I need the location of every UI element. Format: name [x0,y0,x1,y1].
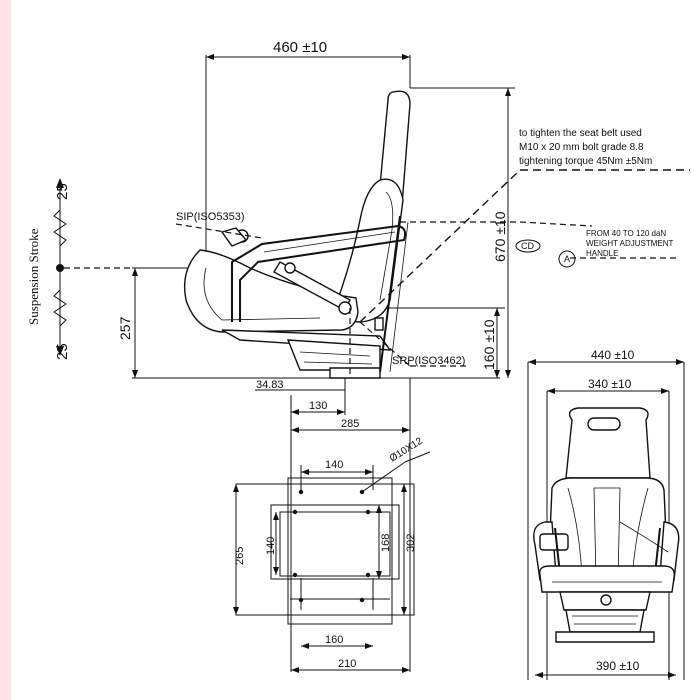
seat-side-view: SIP(ISO5353) SRP(ISO3462) [175,90,690,379]
suspension-stroke-indicator: Suspension Stroke 25 25 [26,178,132,360]
dim-285: 285 [341,418,359,430]
notes: to tighten the seat belt used M10 x 20 m… [515,128,680,268]
belt-note-line-2: M10 x 20 mm bolt grade 8.8 [519,142,644,153]
bolt-label: Ø10X12 [388,436,425,465]
weight-note-line-3: HANDLE [586,249,618,258]
weight-note-line-1: FROM 40 TO 120 daN [586,229,666,238]
dim-265: 265 [234,547,246,565]
dim-140-side: 140 [265,537,277,555]
dim-140-top: 140 [325,459,343,471]
belt-note-line-3: tightening torque 45Nm ±5Nm [519,156,652,167]
dim-302: 302 [405,534,417,552]
suspension-top-value: 25 [54,183,71,200]
dim-130: 130 [309,400,327,412]
dim-257: 257 [117,316,133,340]
belt-note-line-1: to tighten the seat belt used [519,128,642,139]
base-plate-plan-view: 140 Ø10X12 265 140 168 [233,432,431,673]
dim-460: 460 ±10 [273,39,327,56]
dim-340: 340 ±10 [588,377,632,391]
dim-168: 168 [380,534,392,552]
sip-label: SIP(ISO5353) [176,211,244,223]
weight-note-line-2: WEIGHT ADJUSTMENT [586,239,674,248]
dim-670: 670 ±10 [492,211,508,262]
srp-label: SRP(ISO3462) [392,355,465,367]
dim-160: 160 ±10 [481,319,497,370]
dim-210: 210 [338,658,356,670]
cd-label: CD [521,241,534,251]
page-margin-stripe [0,0,11,700]
suspension-stroke-label: Suspension Stroke [26,228,41,325]
seat-front-view: 440 ±10 340 ±10 390 ±10 [527,348,685,680]
a-label: A [564,254,570,264]
cd-marker [515,239,541,253]
dim-440: 440 ±10 [591,348,635,362]
suspension-center-dot [56,264,64,272]
dim-160-bottom: 160 [325,634,343,646]
dim-34-83: 34.83 [256,379,284,391]
suspension-bottom-value: 25 [54,343,71,360]
dim-390: 390 ±10 [596,659,640,673]
a-marker [558,250,576,268]
